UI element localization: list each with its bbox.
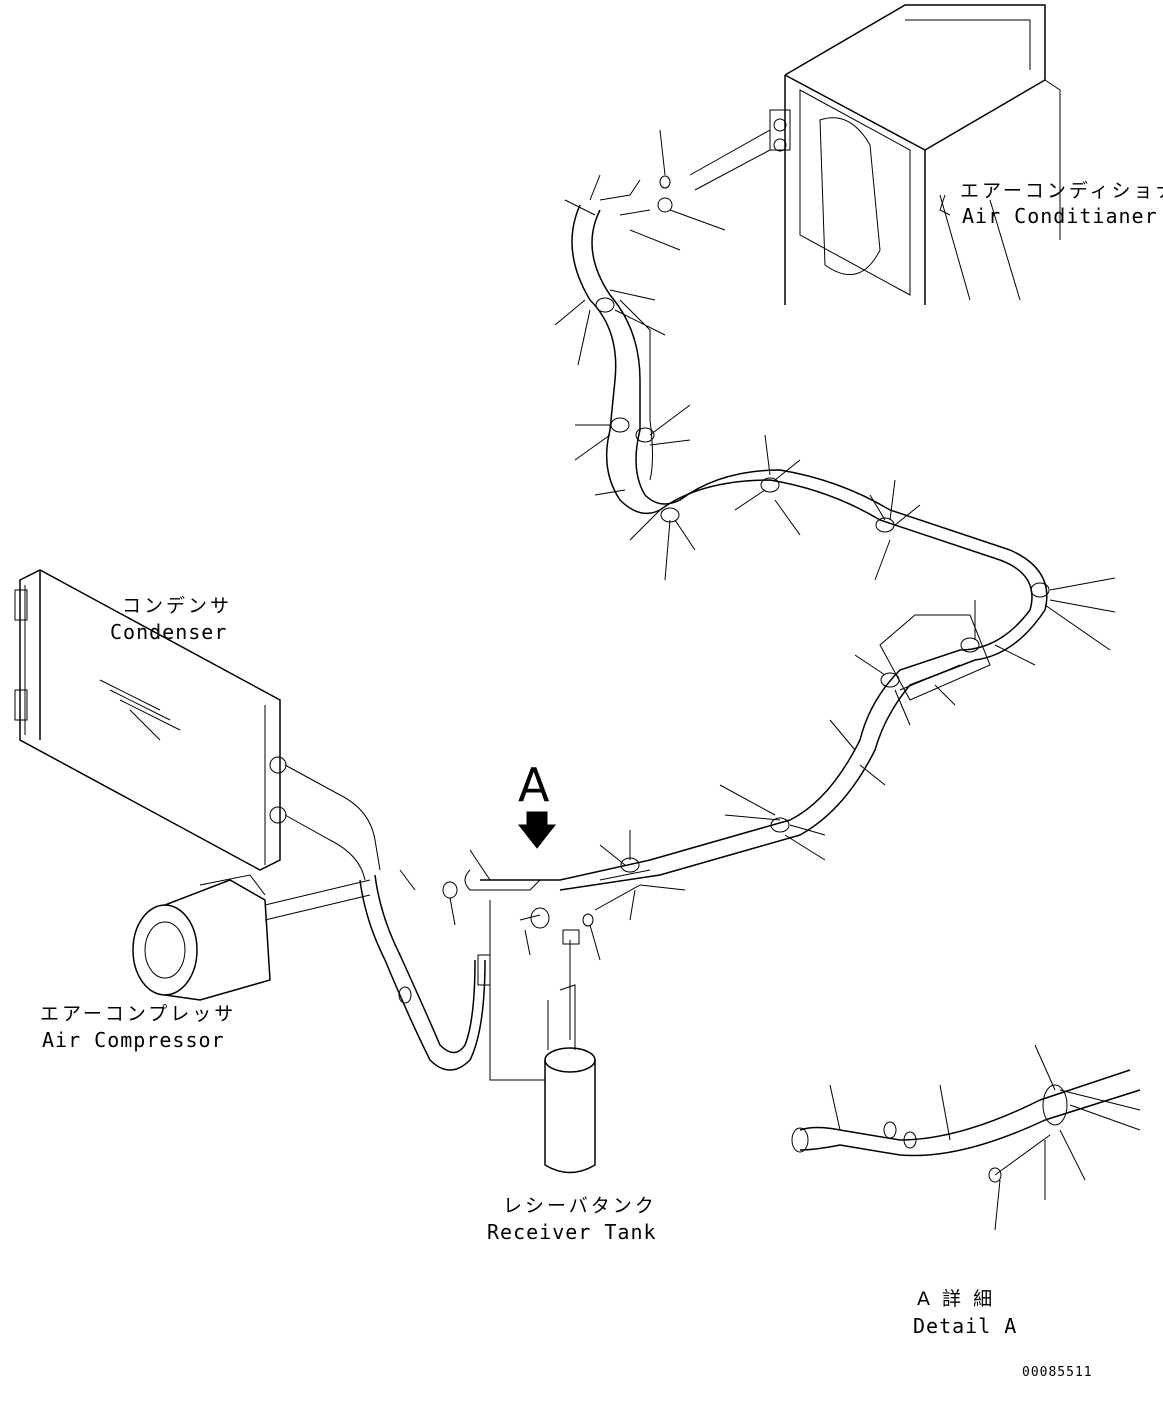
drawing-number: 00085511 (1022, 1365, 1093, 1380)
air-compressor-label-jp: エアーコンプレッサ (40, 1003, 237, 1025)
discharge-hose (359, 869, 491, 1071)
detail-a-label-jp: A 詳 細 (917, 1288, 996, 1310)
air-conditioner-label-en: Air Conditianer (962, 204, 1158, 228)
callout-lines (449, 129, 1116, 1231)
condenser-label-jp: コンデンサ (122, 595, 233, 617)
view-marker-a: A (518, 758, 550, 812)
air-compressor-label-en: Air Compressor (42, 1028, 225, 1052)
view-arrow (517, 811, 557, 849)
receiver-tank-label-jp: レシーバタンク (503, 1195, 657, 1217)
air-conditioner-label-jp: エアーコンディショナ (960, 180, 1163, 202)
detail-a-drawing (791, 1069, 1141, 1183)
detail-a-label-en: Detail A (913, 1314, 1018, 1338)
air-conditioner-unit (689, 4, 1061, 305)
receiver-tank-label-en: Receiver Tank (487, 1220, 657, 1244)
condenser-label-en: Condenser (110, 620, 228, 644)
main-hose-bundle (442, 175, 1050, 929)
condenser-unit (14, 569, 381, 881)
air-compressor-unit (132, 874, 371, 1001)
receiver-tank-unit (489, 900, 596, 1174)
